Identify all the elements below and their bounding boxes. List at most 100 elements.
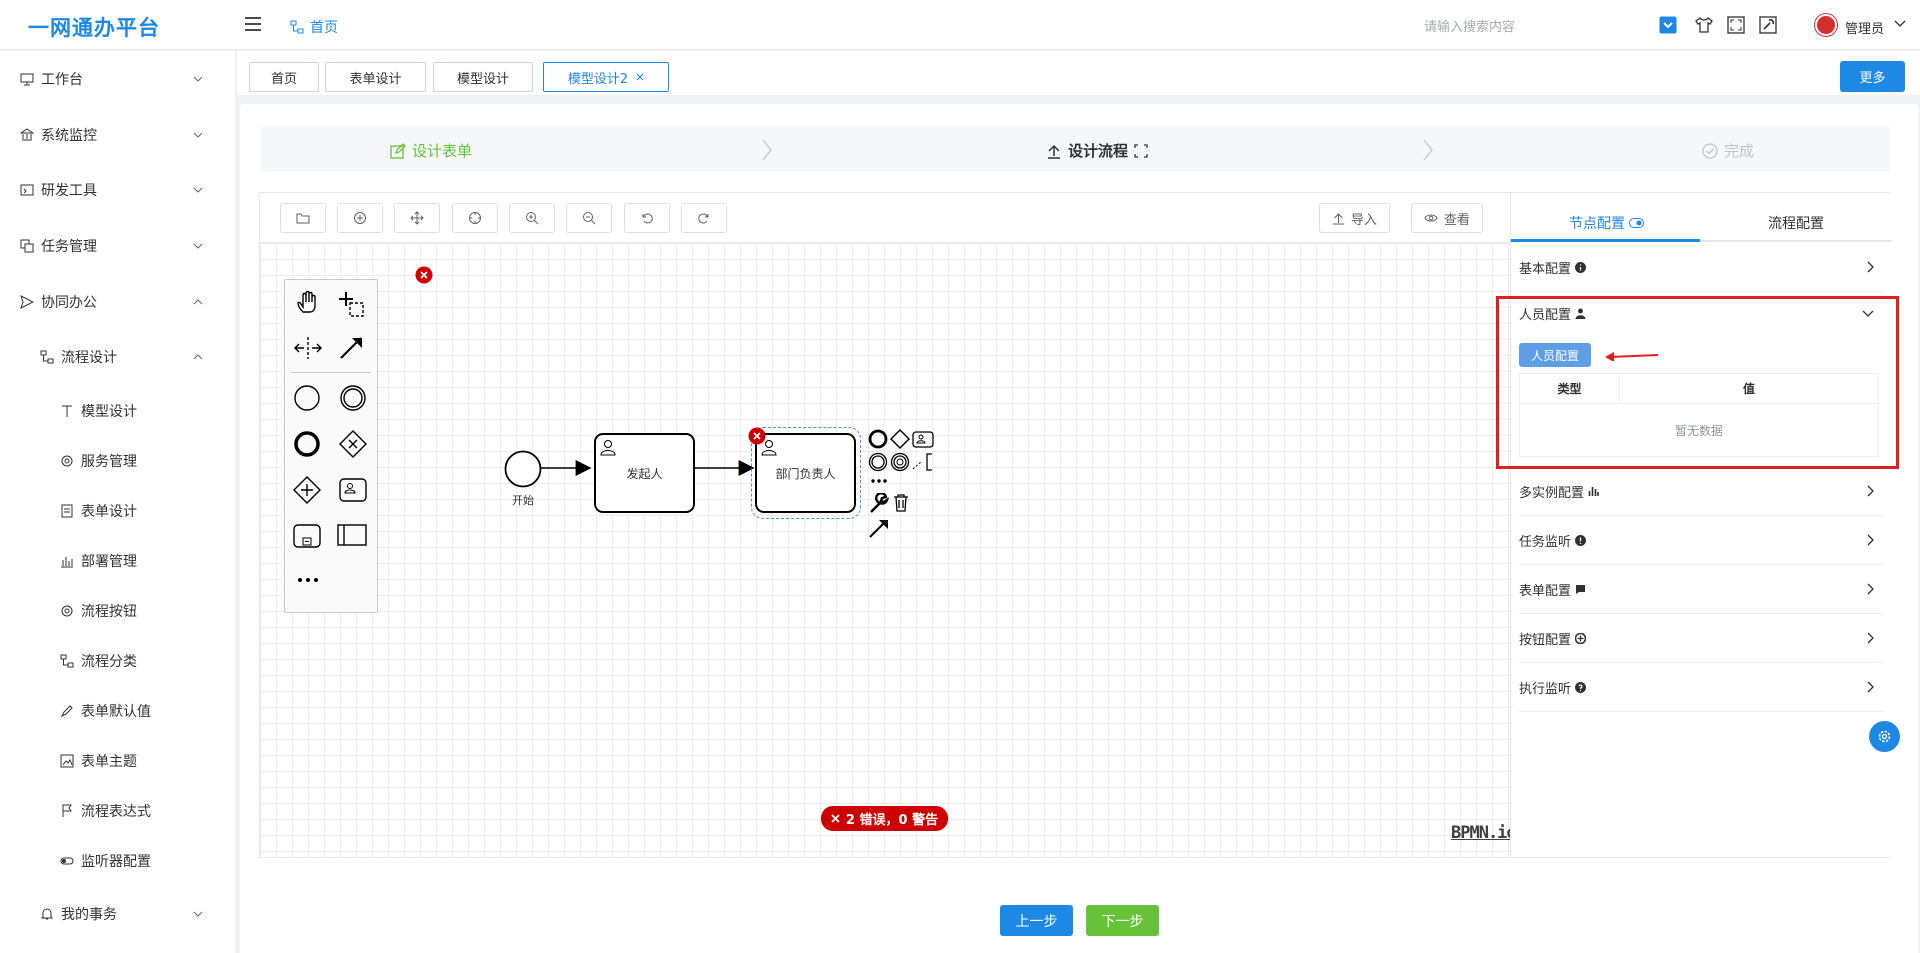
task-dept-manager[interactable]: 部门负责人: [755, 433, 856, 513]
pool-icon[interactable]: [337, 524, 367, 546]
search-input[interactable]: 请输入搜索内容: [1424, 20, 1516, 35]
move-button[interactable]: [394, 203, 440, 233]
append-timer-event-icon[interactable]: [890, 452, 910, 472]
more-options-icon[interactable]: [870, 478, 888, 484]
start-event-icon[interactable]: [293, 384, 321, 412]
append-intermediate-event-icon[interactable]: [868, 452, 888, 472]
undo-button[interactable]: [624, 203, 670, 233]
sidebar-item-form-default[interactable]: 表单默认值: [60, 701, 151, 721]
app-logo[interactable]: 一网通办平台: [28, 16, 160, 40]
zoom-out-icon: [583, 212, 596, 225]
sidebar-item-process-design[interactable]: 流程设计: [40, 347, 117, 367]
breadcrumb[interactable]: 首页: [290, 17, 338, 37]
sidebar-item-process-expression[interactable]: 流程表达式: [60, 801, 151, 821]
sidebar-item-devtools[interactable]: 研发工具: [20, 180, 97, 200]
step-design-process[interactable]: 设计流程: [1046, 140, 1148, 161]
tab-form-design[interactable]: 表单设计: [325, 62, 426, 92]
tools-icon[interactable]: [1759, 16, 1777, 34]
sidebar-item-monitor[interactable]: 系统监控: [20, 125, 97, 145]
next-step-button[interactable]: 下一步: [1086, 905, 1159, 936]
wrench-icon[interactable]: [868, 493, 890, 515]
end-event-icon[interactable]: [293, 430, 321, 458]
more-tools-icon[interactable]: [297, 576, 319, 584]
selection-outline: [751, 427, 861, 519]
user-name[interactable]: 管理员: [1845, 22, 1885, 37]
chevron-right-icon: [1423, 139, 1433, 161]
fullscreen-icon[interactable]: [1727, 16, 1745, 34]
section-button-config[interactable]: 按钮配置: [1519, 614, 1884, 663]
sidebar-item-model-design[interactable]: 模型设计: [60, 401, 137, 421]
start-event[interactable]: [504, 450, 542, 488]
sidebar-item-service[interactable]: 服务管理: [60, 451, 137, 471]
sidebar-item-collab[interactable]: 协同办公: [20, 292, 97, 312]
sidebar-item-tasks[interactable]: 任务管理: [20, 236, 97, 256]
avatar[interactable]: [1815, 14, 1837, 36]
section-basic-config[interactable]: 基本配置: [1519, 243, 1884, 292]
prev-step-button[interactable]: 上一步: [1000, 905, 1073, 936]
chevron-right-icon: [1867, 583, 1874, 595]
bpmn-io-logo[interactable]: BPMN.io: [1451, 823, 1510, 843]
step-finish[interactable]: 完成: [1702, 140, 1754, 161]
new-button[interactable]: [337, 203, 383, 233]
more-button[interactable]: 更多: [1840, 61, 1905, 92]
settings-fab[interactable]: [1869, 721, 1900, 752]
sidebar-item-form-theme[interactable]: 表单主题: [60, 751, 137, 771]
zoom-out-button[interactable]: [566, 203, 612, 233]
zoom-in-button[interactable]: [509, 203, 555, 233]
sidebar-item-listener[interactable]: 监听器配置: [60, 851, 151, 871]
connect-arrow-icon[interactable]: [868, 517, 890, 539]
user-icon: [1575, 308, 1586, 319]
sidebar-item-deploy[interactable]: 部署管理: [60, 551, 137, 571]
tab-home[interactable]: 首页: [249, 62, 319, 92]
chevron-down-icon: [193, 132, 203, 138]
task-initiator[interactable]: 发起人: [594, 433, 695, 513]
bpmn-canvas[interactable]: 开始 发起人 部门负责人 BPMN.io: [260, 243, 1510, 857]
append-end-event-icon[interactable]: [868, 429, 888, 449]
person-config-button[interactable]: 人员配置: [1519, 343, 1591, 367]
parallel-gateway-icon[interactable]: [293, 476, 321, 504]
view-button[interactable]: 查看: [1411, 203, 1484, 233]
open-file-button[interactable]: [280, 203, 326, 233]
sidebar-item-process-button[interactable]: 流程按钮: [60, 601, 137, 621]
tab-flow-config[interactable]: 流程配置: [1768, 216, 1824, 232]
lint-error-badge[interactable]: 2 错误，0 警告: [821, 806, 948, 831]
chevron-down-icon[interactable]: [1894, 20, 1906, 28]
append-gateway-icon[interactable]: [890, 429, 910, 449]
sidebar-item-process-category[interactable]: 流程分类: [60, 651, 137, 671]
lasso-tool-icon[interactable]: [337, 290, 365, 318]
tab-model-design[interactable]: 模型设计: [433, 62, 533, 92]
connect-tool-icon[interactable]: [339, 334, 365, 360]
breadcrumb-home[interactable]: 首页: [310, 20, 338, 36]
chevron-down-icon: [1862, 310, 1874, 317]
step-design-form[interactable]: 设计表单: [390, 140, 472, 161]
tab-node-config[interactable]: 节点配置: [1569, 213, 1644, 233]
section-person-config[interactable]: 人员配置: [1519, 292, 1884, 335]
section-execution-listener[interactable]: 执行监听: [1519, 663, 1884, 712]
sidebar-item-my-affairs[interactable]: 我的事务: [40, 904, 117, 924]
import-button[interactable]: 导入: [1319, 203, 1391, 233]
subprocess-icon[interactable]: [293, 524, 321, 548]
append-task-icon[interactable]: [912, 431, 934, 448]
user-task-icon[interactable]: [339, 478, 367, 502]
section-form-config[interactable]: 表单配置: [1519, 565, 1884, 614]
redo-button[interactable]: [681, 203, 727, 233]
sidebar-item-workbench[interactable]: 工作台: [20, 69, 83, 89]
tab-model-design-2[interactable]: 模型设计2: [543, 62, 669, 92]
sidebar-item-form-design[interactable]: 表单设计: [60, 501, 137, 521]
section-multi-instance[interactable]: 多实例配置: [1519, 467, 1884, 516]
section-task-listener[interactable]: 任务监听: [1519, 516, 1884, 565]
theme-shirt-icon[interactable]: [1695, 16, 1713, 34]
text-icon: [62, 405, 72, 417]
space-tool-icon[interactable]: [293, 336, 323, 360]
delete-icon[interactable]: [892, 493, 910, 513]
menu-toggle-icon[interactable]: [244, 16, 262, 32]
hand-tool-icon[interactable]: [295, 290, 321, 316]
text-annotation-icon[interactable]: [912, 452, 934, 472]
chevron-right-icon: [1867, 632, 1874, 644]
fit-view-button[interactable]: [452, 203, 498, 233]
dropdown-square-icon[interactable]: [1659, 16, 1677, 34]
exclusive-gateway-icon[interactable]: [339, 430, 367, 458]
chevron-right-icon: [1867, 534, 1874, 546]
intermediate-event-icon[interactable]: [339, 384, 367, 412]
alert-icon: [1575, 534, 1587, 546]
